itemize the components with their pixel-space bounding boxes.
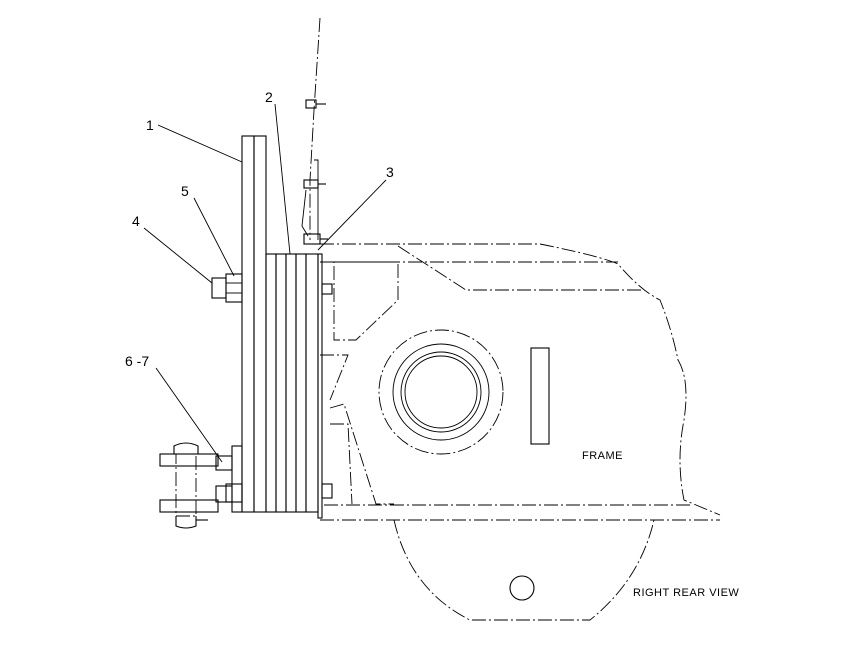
part-3-bolt bbox=[301, 99, 328, 245]
callout-3: 3 bbox=[386, 164, 394, 180]
part-6-7-pin bbox=[159, 442, 243, 529]
part-2-plates bbox=[265, 253, 333, 519]
frame-bore bbox=[378, 329, 504, 455]
callout-6-7: 6 -7 bbox=[125, 353, 149, 369]
frame-outline bbox=[320, 243, 721, 621]
center-line bbox=[309, 17, 321, 240]
leader-lines bbox=[143, 103, 387, 463]
frame-slot bbox=[530, 347, 550, 445]
frame-hole bbox=[509, 575, 535, 601]
part-4-5-bolt-nut bbox=[211, 273, 243, 303]
callout-2: 2 bbox=[265, 89, 273, 105]
part-1-plate bbox=[241, 135, 267, 513]
callout-5: 5 bbox=[181, 183, 189, 199]
view-label: RIGHT REAR VIEW bbox=[633, 587, 739, 599]
callout-4: 4 bbox=[132, 213, 140, 229]
frame-label: FRAME bbox=[582, 450, 623, 462]
callout-1: 1 bbox=[146, 117, 154, 133]
